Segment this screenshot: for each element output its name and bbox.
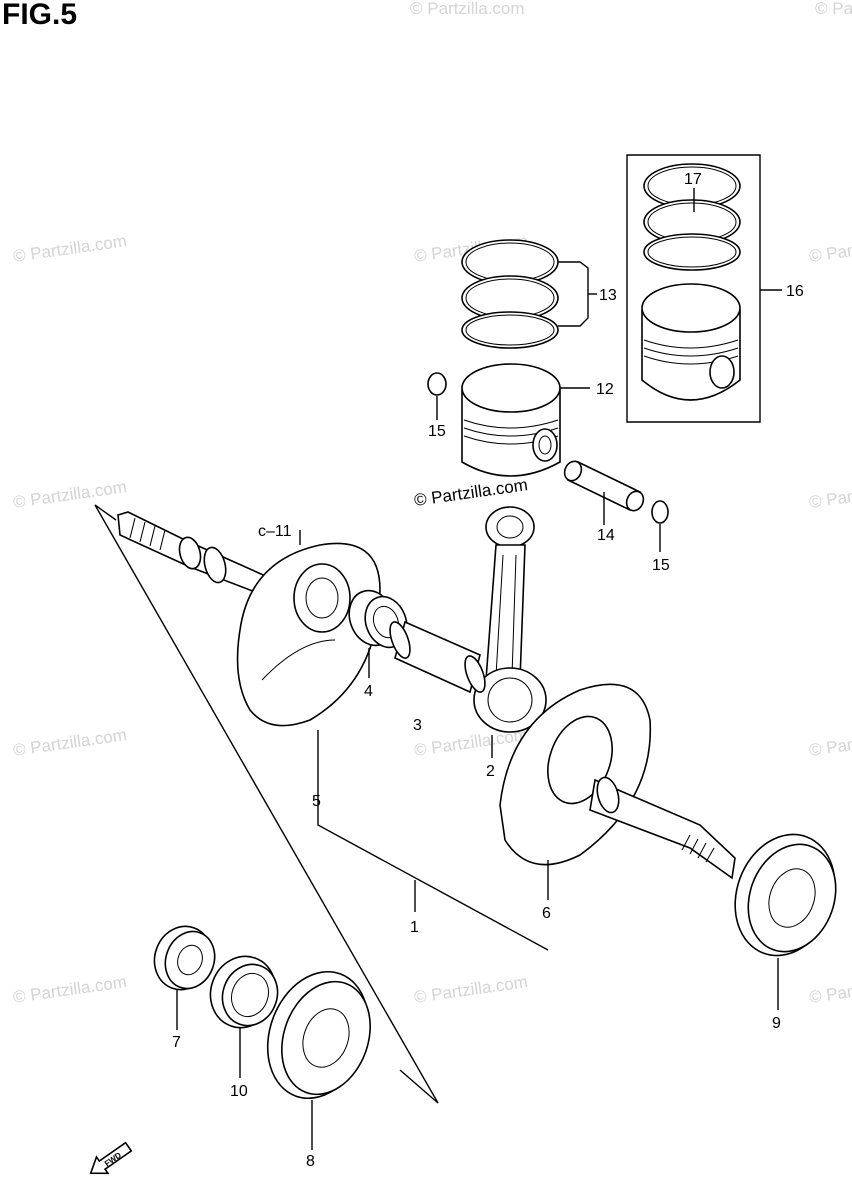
watermark: © Partzilla.com bbox=[12, 725, 128, 760]
part-label-3: 3 bbox=[413, 717, 422, 734]
piston-12 bbox=[461, 363, 561, 477]
part-label-17: 17 bbox=[684, 171, 702, 188]
watermark: © Partzilla.com bbox=[808, 477, 852, 512]
part-label-5: 5 bbox=[312, 793, 321, 810]
oil-seal-10 bbox=[209, 955, 279, 1029]
bracket-16 bbox=[626, 154, 761, 423]
watermark: © Partzilla.com bbox=[410, 0, 525, 18]
part-label-2: 2 bbox=[486, 763, 495, 780]
piston-rings-17 bbox=[643, 163, 741, 271]
forward-arrow-icon: FWD bbox=[89, 1141, 133, 1175]
part-label-11: c–11 bbox=[258, 523, 292, 540]
part-label-12: 12 bbox=[596, 381, 614, 398]
part-label-9: 9 bbox=[772, 1015, 781, 1032]
watermark: © Partzilla.com bbox=[808, 725, 852, 760]
crankshaft-right-6 bbox=[499, 683, 736, 880]
piston-pin-14 bbox=[563, 460, 645, 512]
watermark: © Partzilla.com bbox=[12, 231, 128, 266]
leader-line-13 bbox=[558, 261, 589, 327]
part-label-14: 14 bbox=[597, 527, 615, 544]
watermark: © Partzilla.com bbox=[12, 972, 128, 1007]
connecting-rod-2 bbox=[473, 506, 547, 733]
part-label-16: 16 bbox=[786, 283, 804, 300]
ball-bearing-9 bbox=[734, 833, 837, 957]
assembly-triangle-outline bbox=[94, 504, 439, 1104]
assembly-triangle-outline bbox=[94, 504, 117, 521]
circlip-15-left bbox=[427, 372, 447, 396]
part-label-15a: 15 bbox=[428, 423, 446, 440]
part-label-1: 1 bbox=[410, 919, 419, 936]
crankshaft-left-5 bbox=[117, 511, 381, 727]
assembly-triangle-outline bbox=[399, 1069, 439, 1104]
bearing-7 bbox=[153, 925, 216, 991]
piston-16 bbox=[641, 283, 741, 401]
watermark: © Partzilla.com bbox=[808, 972, 852, 1007]
watermark: © Partzilla.com bbox=[12, 477, 128, 512]
part-label-4: 4 bbox=[364, 683, 373, 700]
watermark: © Partzilla.com bbox=[815, 0, 852, 18]
crank-pin-3 bbox=[389, 620, 486, 694]
watermark: © Partzilla.com bbox=[808, 231, 852, 266]
part-label-7: 7 bbox=[172, 1034, 181, 1051]
part-label-6: 6 bbox=[542, 905, 551, 922]
figure-title: FIG.5 bbox=[2, 0, 78, 31]
part-label-8: 8 bbox=[306, 1153, 315, 1170]
watermark: © Partzilla.com bbox=[413, 972, 529, 1007]
part-label-10: 10 bbox=[230, 1083, 248, 1100]
part-label-15b: 15 bbox=[652, 557, 670, 574]
watermark-main: © Partzilla.com bbox=[413, 475, 529, 510]
leader-line-1 bbox=[317, 790, 549, 951]
circlip-15-right bbox=[651, 500, 669, 524]
part-label-13: 13 bbox=[599, 287, 617, 304]
piston-rings-13 bbox=[461, 239, 559, 349]
ball-bearing-8 bbox=[266, 970, 371, 1100]
